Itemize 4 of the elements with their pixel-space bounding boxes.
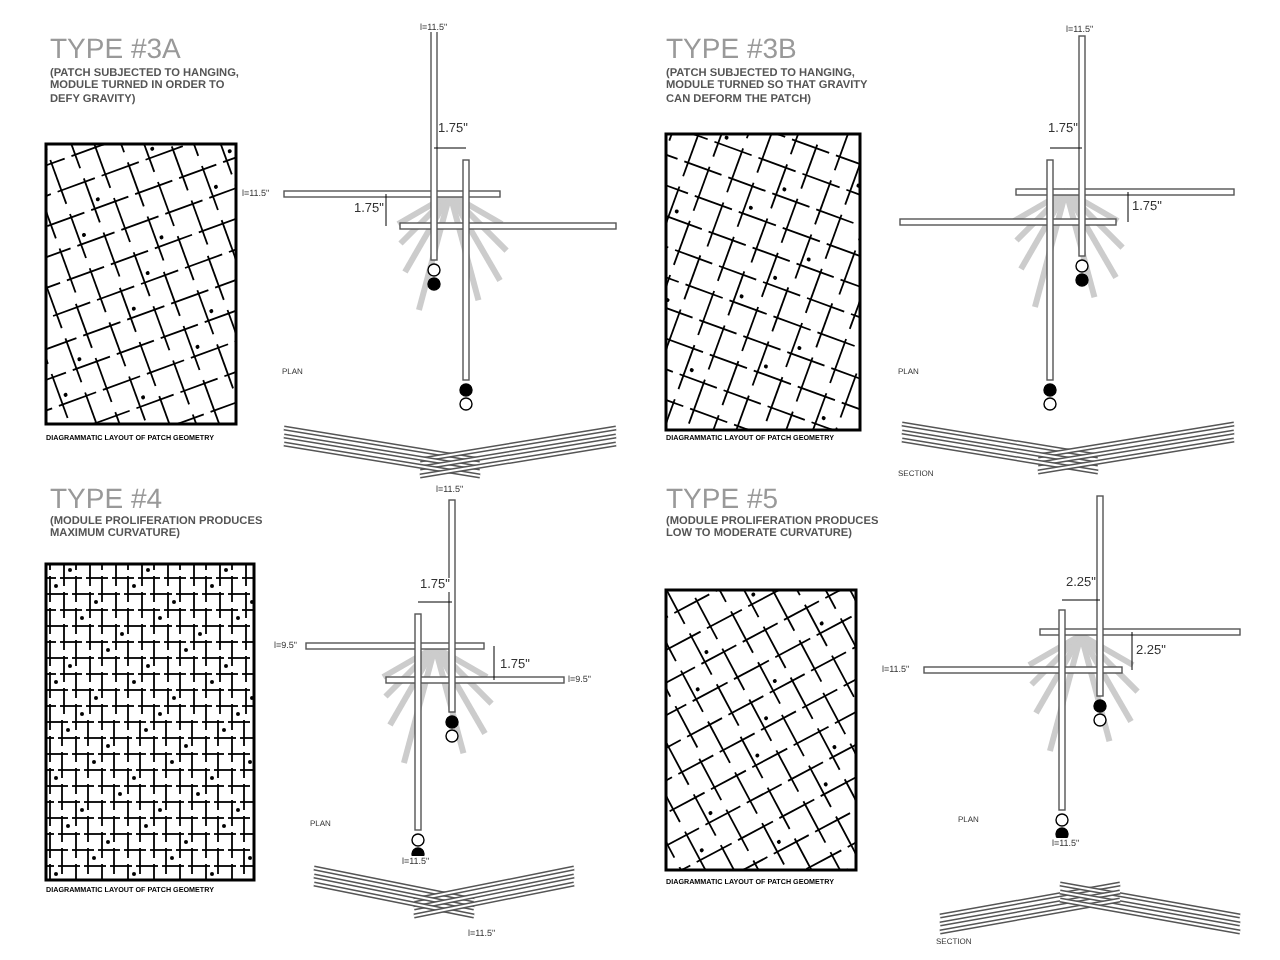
panel-title: TYPE #3A — [50, 32, 181, 65]
panel-title: TYPE #5 — [666, 482, 779, 515]
panel-title: TYPE #4 — [50, 482, 163, 515]
panel-title: TYPE #3B — [666, 32, 797, 65]
